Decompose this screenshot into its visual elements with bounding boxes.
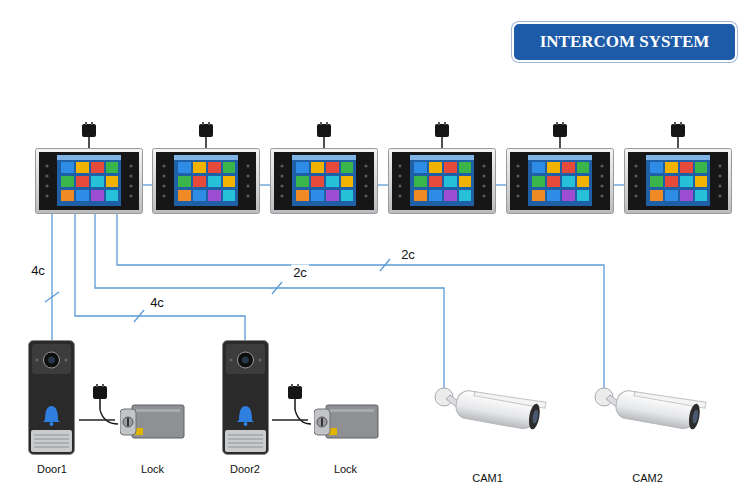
indoor-monitor (389, 149, 496, 214)
core-slash (134, 310, 144, 322)
device-label: CAM1 (472, 472, 503, 485)
device-box: Lock (115, 398, 190, 476)
power-adapter (553, 122, 567, 148)
indoor-monitor (36, 149, 143, 214)
device-box: Door2 (218, 336, 272, 476)
power-adapter (317, 122, 331, 148)
bus-link (143, 184, 152, 185)
adapter-cord (100, 410, 118, 424)
indoor-monitor (625, 149, 732, 214)
electric-lock (314, 405, 378, 438)
bullet-camera (595, 387, 706, 432)
power-adapter (435, 122, 449, 148)
indoor-monitor (507, 149, 614, 214)
bullet-camera (435, 387, 546, 432)
camera-wire (95, 214, 444, 388)
core-slash (272, 282, 282, 294)
power-adapter (199, 122, 213, 148)
wire-core-label: 4c (148, 295, 166, 310)
wire-core-label: 2c (291, 265, 309, 280)
core-slash (45, 292, 59, 302)
device-box: Lock (308, 398, 383, 476)
device-box: Door1 (25, 336, 79, 476)
power-adapter (671, 122, 685, 148)
bus-link (260, 184, 270, 185)
title-text: INTERCOM SYSTEM (540, 32, 710, 52)
indoor-monitor (153, 149, 260, 214)
device-label: Door1 (37, 463, 67, 476)
bus-link (614, 184, 624, 185)
power-adapter (82, 122, 96, 148)
door-station (29, 341, 75, 455)
device-label: CAM2 (632, 472, 663, 485)
title-banner: INTERCOM SYSTEM (512, 22, 737, 62)
wire-line (79, 419, 115, 420)
bus-link (496, 184, 506, 185)
wire-connector (272, 420, 308, 421)
power-adapter (288, 384, 302, 410)
power-adapter (93, 384, 107, 410)
device-label: Lock (334, 463, 357, 476)
door-station (223, 341, 269, 455)
wire-connector (79, 420, 115, 421)
device-label: Lock (141, 463, 164, 476)
electric-lock (120, 405, 184, 438)
device-box: CAM1 (425, 385, 550, 485)
wire-core-label: 2c (399, 247, 417, 262)
device-label: Door2 (230, 463, 260, 476)
indoor-monitor (271, 149, 378, 214)
core-slash (380, 259, 390, 271)
door-wire (75, 214, 245, 340)
camera-wire (117, 214, 604, 388)
bus-link (378, 184, 388, 185)
core-marks (45, 259, 390, 322)
door-wire (51, 214, 52, 340)
adapter-cord (295, 410, 311, 424)
wire-line (272, 419, 308, 420)
field-wires (52, 214, 604, 388)
device-box: CAM2 (585, 385, 710, 485)
wire-core-label: 4c (29, 263, 47, 278)
